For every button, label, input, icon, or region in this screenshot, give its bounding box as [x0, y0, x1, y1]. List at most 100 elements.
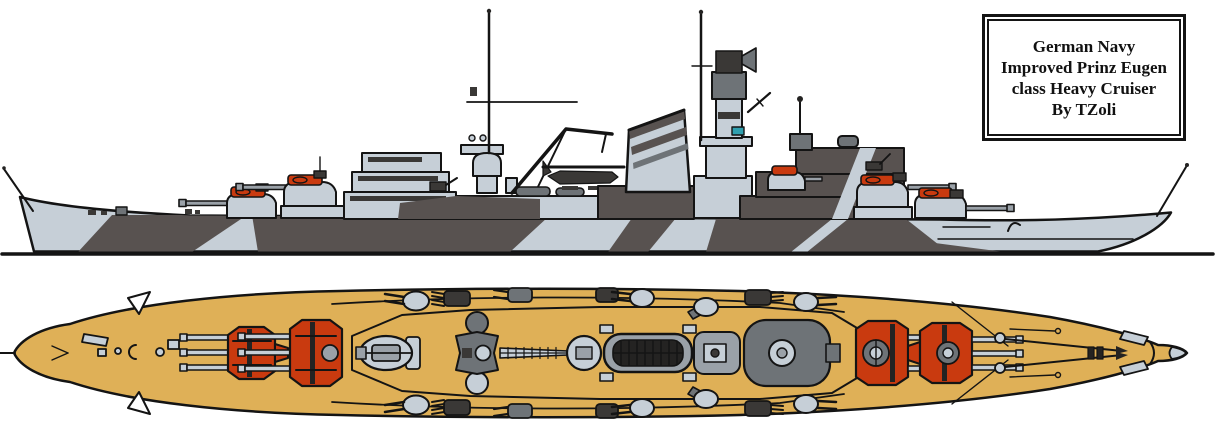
aft-director-plan	[742, 318, 841, 388]
aft-antenna	[746, 91, 772, 114]
secondary-barrel	[383, 299, 406, 306]
platform-disc	[465, 311, 489, 335]
rangefinder	[949, 189, 964, 199]
boom-tip	[1054, 371, 1062, 379]
camo-patch	[252, 215, 548, 252]
forward-superstructure-plan	[355, 311, 499, 395]
rail-arrowhead	[1116, 346, 1128, 354]
funnel-cap-edge	[627, 108, 686, 132]
rangefinder-dome	[837, 135, 859, 148]
catapult-lattice	[499, 346, 569, 360]
boom-line	[1009, 374, 1056, 378]
tower-ring	[474, 344, 492, 362]
gun-barrel	[965, 205, 1010, 212]
funnel-platform-tab	[599, 372, 614, 382]
top-plan-view	[0, 287, 1189, 420]
gun-barrel	[186, 334, 231, 341]
deck-hatch	[97, 348, 107, 357]
window-strip	[350, 196, 446, 201]
secondary-turret-plan	[402, 290, 430, 312]
bollard	[195, 210, 200, 214]
gun-muzzle	[178, 198, 187, 208]
boom-tip	[1054, 327, 1062, 335]
barbette	[853, 206, 913, 220]
rangefinder	[892, 172, 907, 182]
camo-patch	[935, 243, 1008, 252]
aa-barrel	[431, 299, 445, 303]
secondary-barrel	[816, 302, 838, 307]
aa-gun-barrel	[445, 177, 458, 186]
secondary-barrel	[816, 295, 838, 300]
rangefinder-bar	[310, 322, 315, 384]
turret-body	[856, 181, 909, 208]
gun-barrel	[244, 333, 292, 340]
anchor-port	[127, 391, 151, 415]
director-neck	[825, 343, 841, 363]
secondary-barrel	[610, 290, 632, 296]
winch-drum	[994, 332, 1006, 344]
quarterdeck-details	[937, 163, 1189, 240]
camo-patch	[608, 218, 676, 252]
bow-chevron	[51, 352, 69, 361]
bow-chevron	[51, 345, 69, 354]
title-line-3: class Heavy Cruiser	[1011, 78, 1157, 98]
aa-gun	[429, 181, 447, 192]
seaplane-float	[562, 186, 578, 190]
gun-barrel	[244, 365, 292, 372]
turret-dora	[914, 187, 1015, 219]
gun-barrel	[186, 364, 231, 371]
gun-muzzle	[1015, 349, 1024, 358]
window-strip	[358, 176, 438, 181]
bow-jackstaff	[3, 168, 34, 212]
bridge-upper	[361, 152, 442, 173]
turret-bruno-plan	[237, 318, 344, 388]
capstan	[114, 347, 122, 355]
gun-muzzle	[1015, 363, 1024, 372]
aa-barrel	[770, 291, 784, 294]
aa-barrel	[492, 288, 510, 294]
aa-barrel	[770, 299, 784, 302]
turret-hatch	[292, 176, 308, 184]
tower-band	[718, 112, 740, 119]
gun-barrel	[244, 349, 292, 356]
jackstaff-tip	[2, 166, 6, 170]
stern-davit	[1007, 222, 1021, 232]
turret-director-core	[942, 347, 954, 359]
aa-gun	[865, 161, 883, 171]
secondary-barrel	[804, 176, 823, 182]
side-profile-view	[0, 8, 1215, 256]
mast-ball	[797, 96, 803, 102]
vent-pipe	[468, 134, 476, 142]
winch-drum	[994, 362, 1006, 374]
bridge-tower	[460, 8, 578, 194]
tower-column	[476, 175, 498, 194]
aa-gun-barrel	[879, 153, 891, 165]
camo-patch	[78, 215, 247, 252]
aa-quad-mount	[744, 289, 772, 306]
bow-fittings	[0, 333, 180, 361]
funnel-plan	[599, 324, 697, 382]
anchor-starboard	[127, 291, 151, 315]
turret-director	[321, 344, 339, 362]
aa-barrel	[431, 291, 445, 295]
secondary-turret-plan	[693, 297, 719, 317]
secondary-red-top	[771, 165, 798, 176]
capstan	[115, 206, 128, 216]
barbette-joint	[907, 341, 921, 365]
stern-tip-cap	[1168, 346, 1187, 360]
mast-finial	[486, 8, 492, 14]
aa-barrel	[770, 295, 784, 298]
rail-arrowhead	[1116, 352, 1128, 360]
fairlead	[1119, 330, 1149, 346]
mast-finial	[698, 9, 704, 15]
aa-barrel	[431, 303, 445, 307]
funnel-platform-tab	[682, 372, 697, 382]
aa-barrel	[492, 295, 510, 301]
aft-block-high	[795, 147, 905, 175]
platform-dome	[710, 348, 720, 358]
director-core	[776, 347, 788, 359]
aa-barrel	[431, 295, 445, 299]
tower-dome	[472, 152, 502, 177]
